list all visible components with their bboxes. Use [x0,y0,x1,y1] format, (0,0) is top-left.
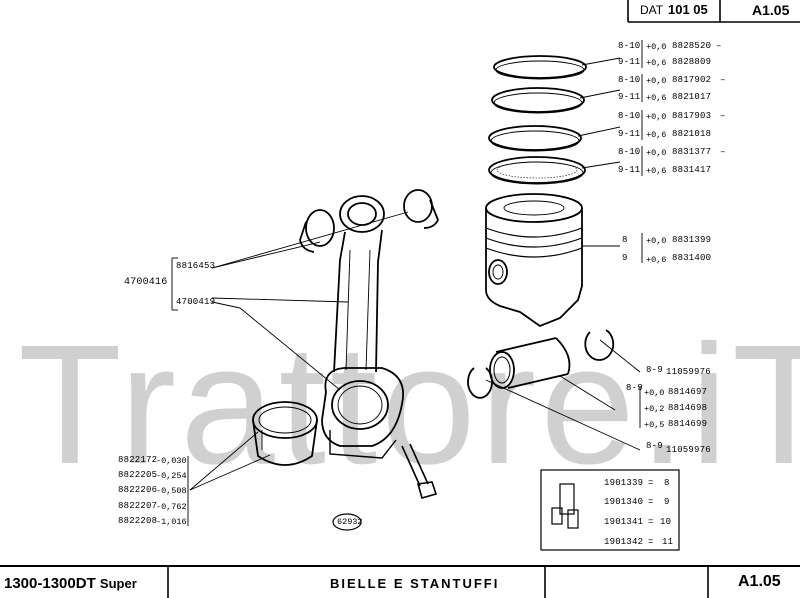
kit-2-eq: = [648,497,654,507]
bearing-3-part: 8822206 [118,485,158,495]
bearing-shells [252,401,318,466]
ring-3-dash: – [720,111,726,121]
kit-1-part: 1901339 [604,478,644,488]
ring-3-os-a: +0,0 [646,112,667,122]
circlip-top-size: 8-9 [646,365,663,375]
ring-2-os-b: +0,6 [646,93,667,103]
bearing-1-part: 8822172 [118,455,158,465]
ring-4-os-a: +0,0 [646,148,667,158]
kit-2-value: 9 [664,497,670,507]
ring-4-size-a: 8-10 [618,147,641,157]
ring-4-part-a: 8831377 [672,147,712,157]
bearing-1-os: -0,030 [156,456,187,466]
kit-4-value: 11 [662,537,674,547]
ring-3-part-b: 8821018 [672,129,712,139]
kit-1-value: 8 [664,478,670,488]
piston [485,193,583,328]
pin-os-2: +0,2 [644,404,665,414]
small-end-bushings [299,189,439,253]
ring-3-os-b: +0,6 [646,130,667,140]
leader-lines [171,40,643,526]
ring-1-os-b: +0,6 [646,58,667,68]
ring-3-part-a: 8817903 [672,111,712,121]
kit-4-eq: = [648,537,654,547]
ring-1-os-a: +0,0 [646,42,667,52]
bearing-3-os: -0,508 [156,486,187,496]
ring-2-size-a: 8-10 [618,75,641,85]
kit-3-value: 10 [660,517,672,527]
ring-2-size-b: 9-11 [618,92,641,102]
pin-size: 8-9 [626,383,643,393]
header-page-code: A1.05 [752,2,790,18]
bearing-5-os: -1,016 [156,517,187,527]
piston-size-a: 8 [622,235,628,245]
footer-page-code: A1.05 [738,573,781,590]
kit-2-part: 1901340 [604,497,644,507]
piston-rings [488,55,587,185]
piston-os-a: +0,0 [646,236,667,246]
pin-os-1: +0,0 [644,388,665,398]
dat-value: 101 05 [668,2,708,17]
kit-3-part: 1901341 [604,517,644,527]
ring-4-dash: – [720,147,726,157]
ring-3-size-b: 9-11 [618,129,641,139]
bearing-4-part: 8822207 [118,501,158,511]
piston-pin [489,337,571,389]
ring-1-size-b: 9-11 [618,57,641,67]
footer-title: BIELLE E STANTUFFI [330,576,500,591]
ring-4-size-b: 9-11 [618,165,641,175]
piston-part-b: 8831400 [672,253,712,263]
ring-2-part-a: 8817902 [672,75,712,85]
circlip-bottom-size: 8-9 [646,441,663,451]
ring-4-os-b: +0,6 [646,166,667,176]
kit-table-frame [540,469,680,551]
bearing-2-os: -0,254 [156,471,187,481]
ring-2-os-a: +0,0 [646,76,667,86]
circlip-top-part: 11059976 [666,367,711,377]
ring-2-dash: – [720,75,726,85]
ring-1-dash: – [716,41,722,51]
footer-model-name: 1300-1300DT [4,575,96,592]
ring-1-size-a: 8-10 [618,41,641,51]
dat-label: DAT [640,3,664,17]
footer-model-suffix: Super [99,576,137,591]
ring-2-part-b: 8821017 [672,92,712,102]
bearing-4-os: -0,762 [156,502,187,512]
rod-assembly-part: 4700416 [124,277,168,288]
ring-1-part-a: 8828520 [672,41,712,51]
ring-4-part-b: 8831417 [672,165,712,175]
footer-model: 1300-1300DT Super [4,576,137,591]
kit-3-eq: = [648,517,654,527]
piston-os-b: +0,6 [646,255,667,265]
rod-bolt [401,443,438,499]
kit-1-eq: = [648,478,654,488]
kit-4-part: 1901342 [604,537,644,547]
piston-part-a: 8831399 [672,235,712,245]
pin-part-3: 8814699 [668,419,708,429]
ring-3-size-a: 8-10 [618,111,641,121]
ring-1-part-b: 8828809 [672,57,712,67]
connecting-rod [321,195,404,459]
pin-part-2: 8814698 [668,403,708,413]
bearing-2-part: 8822205 [118,470,158,480]
bearing-5-part: 8822208 [118,516,158,526]
bushing-part: 8816453 [176,261,216,271]
pin-os-3: +0,5 [644,420,665,430]
circlips [467,329,615,399]
rod-part: 4700419 [176,297,216,307]
circlip-bottom-part: 11059976 [666,445,711,455]
pin-part-1: 8814697 [668,387,708,397]
bolt-ref: 62932 [337,517,363,527]
piston-size-b: 9 [622,253,628,263]
